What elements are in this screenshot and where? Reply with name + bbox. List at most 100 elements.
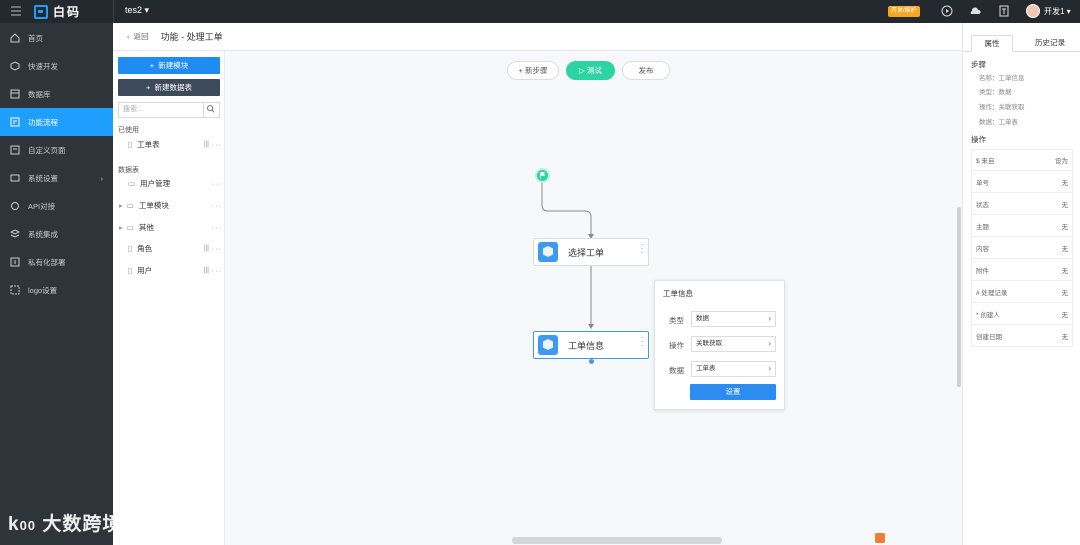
caret-right-icon[interactable]: ▸ bbox=[119, 222, 123, 232]
horizontal-scrollbar[interactable] bbox=[512, 537, 722, 544]
list-item-label: 用户 bbox=[137, 265, 153, 275]
table-row[interactable]: 内容 无 bbox=[971, 237, 1073, 259]
list-item[interactable]: ▸▭其他··· bbox=[118, 220, 222, 234]
document-icon[interactable] bbox=[998, 5, 1010, 17]
list-item[interactable]: ▭ 用户管理 ··· bbox=[118, 176, 222, 190]
caret-right-icon[interactable]: ▸ bbox=[119, 200, 123, 210]
chevron-right-icon: › bbox=[768, 314, 771, 323]
more-icon[interactable]: ··· bbox=[211, 200, 222, 210]
type-select[interactable]: 数据› bbox=[691, 311, 776, 327]
new-module-label: 新建模块 bbox=[158, 61, 189, 70]
folder-icon: ▭ bbox=[128, 178, 136, 188]
flow-node-select-ticket[interactable]: 选择工单 ··· bbox=[533, 238, 649, 266]
field-name: 单号 bbox=[976, 179, 989, 187]
project-selector[interactable]: tes2 ▾ bbox=[125, 5, 150, 15]
start-node[interactable] bbox=[535, 168, 550, 183]
data-select[interactable]: 工单表› bbox=[691, 361, 776, 377]
filter-icon[interactable]: ||| bbox=[203, 266, 209, 274]
new-step-button[interactable]: + 新步骤 bbox=[507, 61, 559, 80]
flow-node-label: 选择工单 bbox=[568, 247, 605, 258]
sidebar-item-custom-page[interactable]: 自定义页面 bbox=[0, 136, 113, 164]
search-input[interactable]: 搜索... bbox=[118, 102, 220, 118]
table-row[interactable]: 状态无 bbox=[971, 193, 1073, 215]
vertical-scrollbar[interactable] bbox=[957, 207, 961, 387]
list-item-label: 角色 bbox=[137, 243, 153, 253]
more-icon[interactable]: ··· bbox=[211, 265, 222, 275]
sidebar-item-quick-dev[interactable]: 快速开发 bbox=[0, 52, 113, 80]
search-icon bbox=[207, 105, 215, 113]
sidebar-item-flow[interactable]: 功能流程 bbox=[0, 108, 113, 136]
list-item[interactable]: ▸▭工单模块··· bbox=[118, 198, 222, 212]
more-icon[interactable]: ··· bbox=[211, 243, 222, 253]
filter-icon[interactable]: ||| bbox=[203, 140, 209, 148]
list-item-label: 其他 bbox=[138, 222, 154, 232]
select-value: 工单表 bbox=[696, 365, 716, 372]
field-name: 状态 bbox=[976, 201, 989, 209]
sidebar-item-api[interactable]: API对接 bbox=[0, 192, 113, 220]
list-item[interactable]: ▯角色|||··· bbox=[118, 241, 222, 255]
list-item-label: 用户管理 bbox=[140, 178, 171, 188]
table-row[interactable]: 创建日期无 bbox=[971, 325, 1073, 347]
sidebar-item-home[interactable]: 首页 bbox=[0, 24, 113, 52]
table-row[interactable]: * 创建人无 bbox=[971, 303, 1073, 325]
sidebar-item-settings[interactable]: 系统设置 › bbox=[0, 164, 113, 192]
list-item[interactable]: ▯工单表|||··· bbox=[118, 137, 222, 151]
chevron-right-icon: › bbox=[100, 174, 104, 183]
flow-node-ticket-info[interactable]: 工单信息 ··· bbox=[533, 331, 649, 359]
table-row[interactable]: $ 来自设为 bbox=[971, 149, 1073, 171]
back-button[interactable]: ‹ 返回 bbox=[127, 32, 149, 41]
left-panel: + 新建模块 + 新建数据表 搜索... 已使用 ▯工单表|||··· 数据表 … bbox=[113, 51, 225, 545]
node-connector-handle[interactable] bbox=[589, 359, 594, 364]
test-button[interactable]: ▷ 测试 bbox=[566, 61, 615, 80]
publish-button[interactable]: 发布 bbox=[622, 61, 670, 80]
settings-button[interactable]: 设置 bbox=[690, 384, 776, 400]
table-row[interactable]: 附件无 bbox=[971, 259, 1073, 281]
play-icon[interactable] bbox=[941, 5, 953, 17]
table-row[interactable]: 主题无 bbox=[971, 215, 1073, 237]
cloud-icon[interactable] bbox=[969, 5, 981, 17]
more-icon[interactable]: ··· bbox=[211, 178, 222, 188]
flow-node-label: 工单信息 bbox=[568, 340, 605, 351]
table-row[interactable]: # 处理记录无 bbox=[971, 281, 1073, 303]
search-button[interactable] bbox=[203, 102, 219, 118]
field-value: 无 bbox=[1061, 245, 1069, 253]
field-value: 无 bbox=[1061, 333, 1069, 341]
page-header: ‹ 返回 功能 - 处理工单 bbox=[113, 23, 962, 51]
flow-canvas[interactable]: + 新步骤 ▷ 测试 发布 bbox=[226, 51, 962, 545]
menu-icon[interactable] bbox=[10, 5, 22, 17]
field-value: 无 bbox=[1061, 267, 1069, 275]
tab-underline bbox=[963, 51, 1080, 52]
node-more-icon[interactable]: ··· bbox=[640, 239, 644, 257]
sidebar-item-label: 系统集成 bbox=[28, 229, 58, 239]
sidebar-item-deploy[interactable]: 私有化部署 bbox=[0, 248, 113, 276]
filter-icon[interactable]: ||| bbox=[203, 244, 209, 252]
step-info: 数据：工单表 bbox=[979, 119, 1018, 126]
field-table: $ 来自设为 单号无 状态无 主题无 内容无 附件无 # 处理记录无 * 创建人… bbox=[971, 149, 1073, 347]
s-badge-icon[interactable] bbox=[875, 533, 885, 543]
tab-history[interactable]: 历史记录 bbox=[1035, 38, 1065, 47]
user-menu[interactable]: 开发1 ▾ bbox=[1026, 4, 1071, 18]
breadcrumb: 功能 - 处理工单 bbox=[160, 32, 223, 42]
logo: 白码 bbox=[34, 4, 81, 19]
tab-properties[interactable]: 属性 bbox=[971, 35, 1013, 52]
field-value: 无 bbox=[1061, 179, 1069, 187]
node-more-icon[interactable]: ··· bbox=[640, 332, 644, 350]
field-name: 内容 bbox=[976, 245, 989, 253]
dev-mode-badge[interactable]: 开发/维护 bbox=[888, 6, 920, 17]
page-icon bbox=[10, 145, 20, 155]
tables-section-label: 数据表 bbox=[118, 167, 139, 174]
operation-select[interactable]: 关联获取› bbox=[691, 336, 776, 352]
list-item-label: 工单表 bbox=[137, 139, 160, 149]
more-icon[interactable]: ··· bbox=[211, 222, 222, 232]
new-table-button[interactable]: + 新建数据表 bbox=[118, 79, 220, 96]
integration-icon bbox=[10, 229, 20, 238]
table-row[interactable]: 单号 无 bbox=[971, 171, 1073, 193]
sidebar-item-label: 系统设置 bbox=[28, 173, 58, 183]
flag-icon bbox=[540, 172, 546, 179]
sidebar-item-database[interactable]: 数据库 bbox=[0, 80, 113, 108]
new-module-button[interactable]: + 新建模块 bbox=[118, 57, 220, 74]
list-item[interactable]: ▯用户|||··· bbox=[118, 263, 222, 277]
sidebar-item-logo-settings[interactable]: logo设置 bbox=[0, 276, 113, 304]
more-icon[interactable]: ··· bbox=[211, 139, 222, 149]
sidebar-item-integration[interactable]: 系统集成 bbox=[0, 220, 113, 248]
